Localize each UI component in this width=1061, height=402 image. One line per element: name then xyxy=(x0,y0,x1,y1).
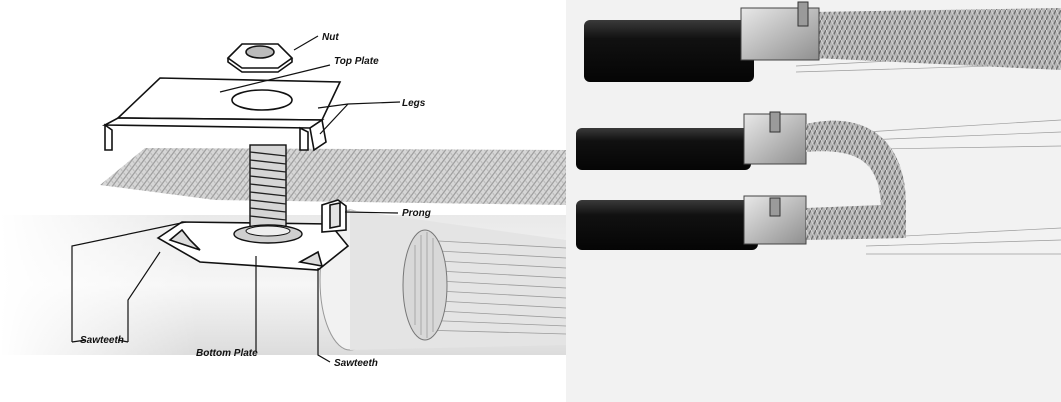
label-sawteeth-left: Sawteeth xyxy=(80,335,124,346)
label-sawteeth-right: Sawteeth xyxy=(334,358,378,369)
label-top-plate: Top Plate xyxy=(334,56,379,67)
label-legs: Legs xyxy=(402,98,426,109)
prong-drawing xyxy=(321,199,347,233)
leader-lines xyxy=(71,35,401,363)
exploded-diagram-panel: Nut Top Plate Legs Prong Sawteeth Bottom… xyxy=(0,32,566,369)
cable-1 xyxy=(584,1,1061,82)
cable-2 xyxy=(576,111,906,210)
photo-panel xyxy=(566,0,1061,402)
nut-drawing xyxy=(226,43,294,73)
braid-strap xyxy=(100,148,566,205)
label-bottom-plate: Bottom Plate xyxy=(196,348,258,359)
label-prong: Prong xyxy=(402,208,431,219)
cable-3 xyxy=(576,195,906,250)
stud-drawing xyxy=(233,144,303,244)
top-plate-drawing xyxy=(101,77,342,152)
label-nut: Nut xyxy=(322,32,339,43)
installed-connectors-photo xyxy=(566,0,1061,402)
exploded-diagram: Nut Top Plate Legs Prong Sawteeth Bottom… xyxy=(0,32,566,369)
